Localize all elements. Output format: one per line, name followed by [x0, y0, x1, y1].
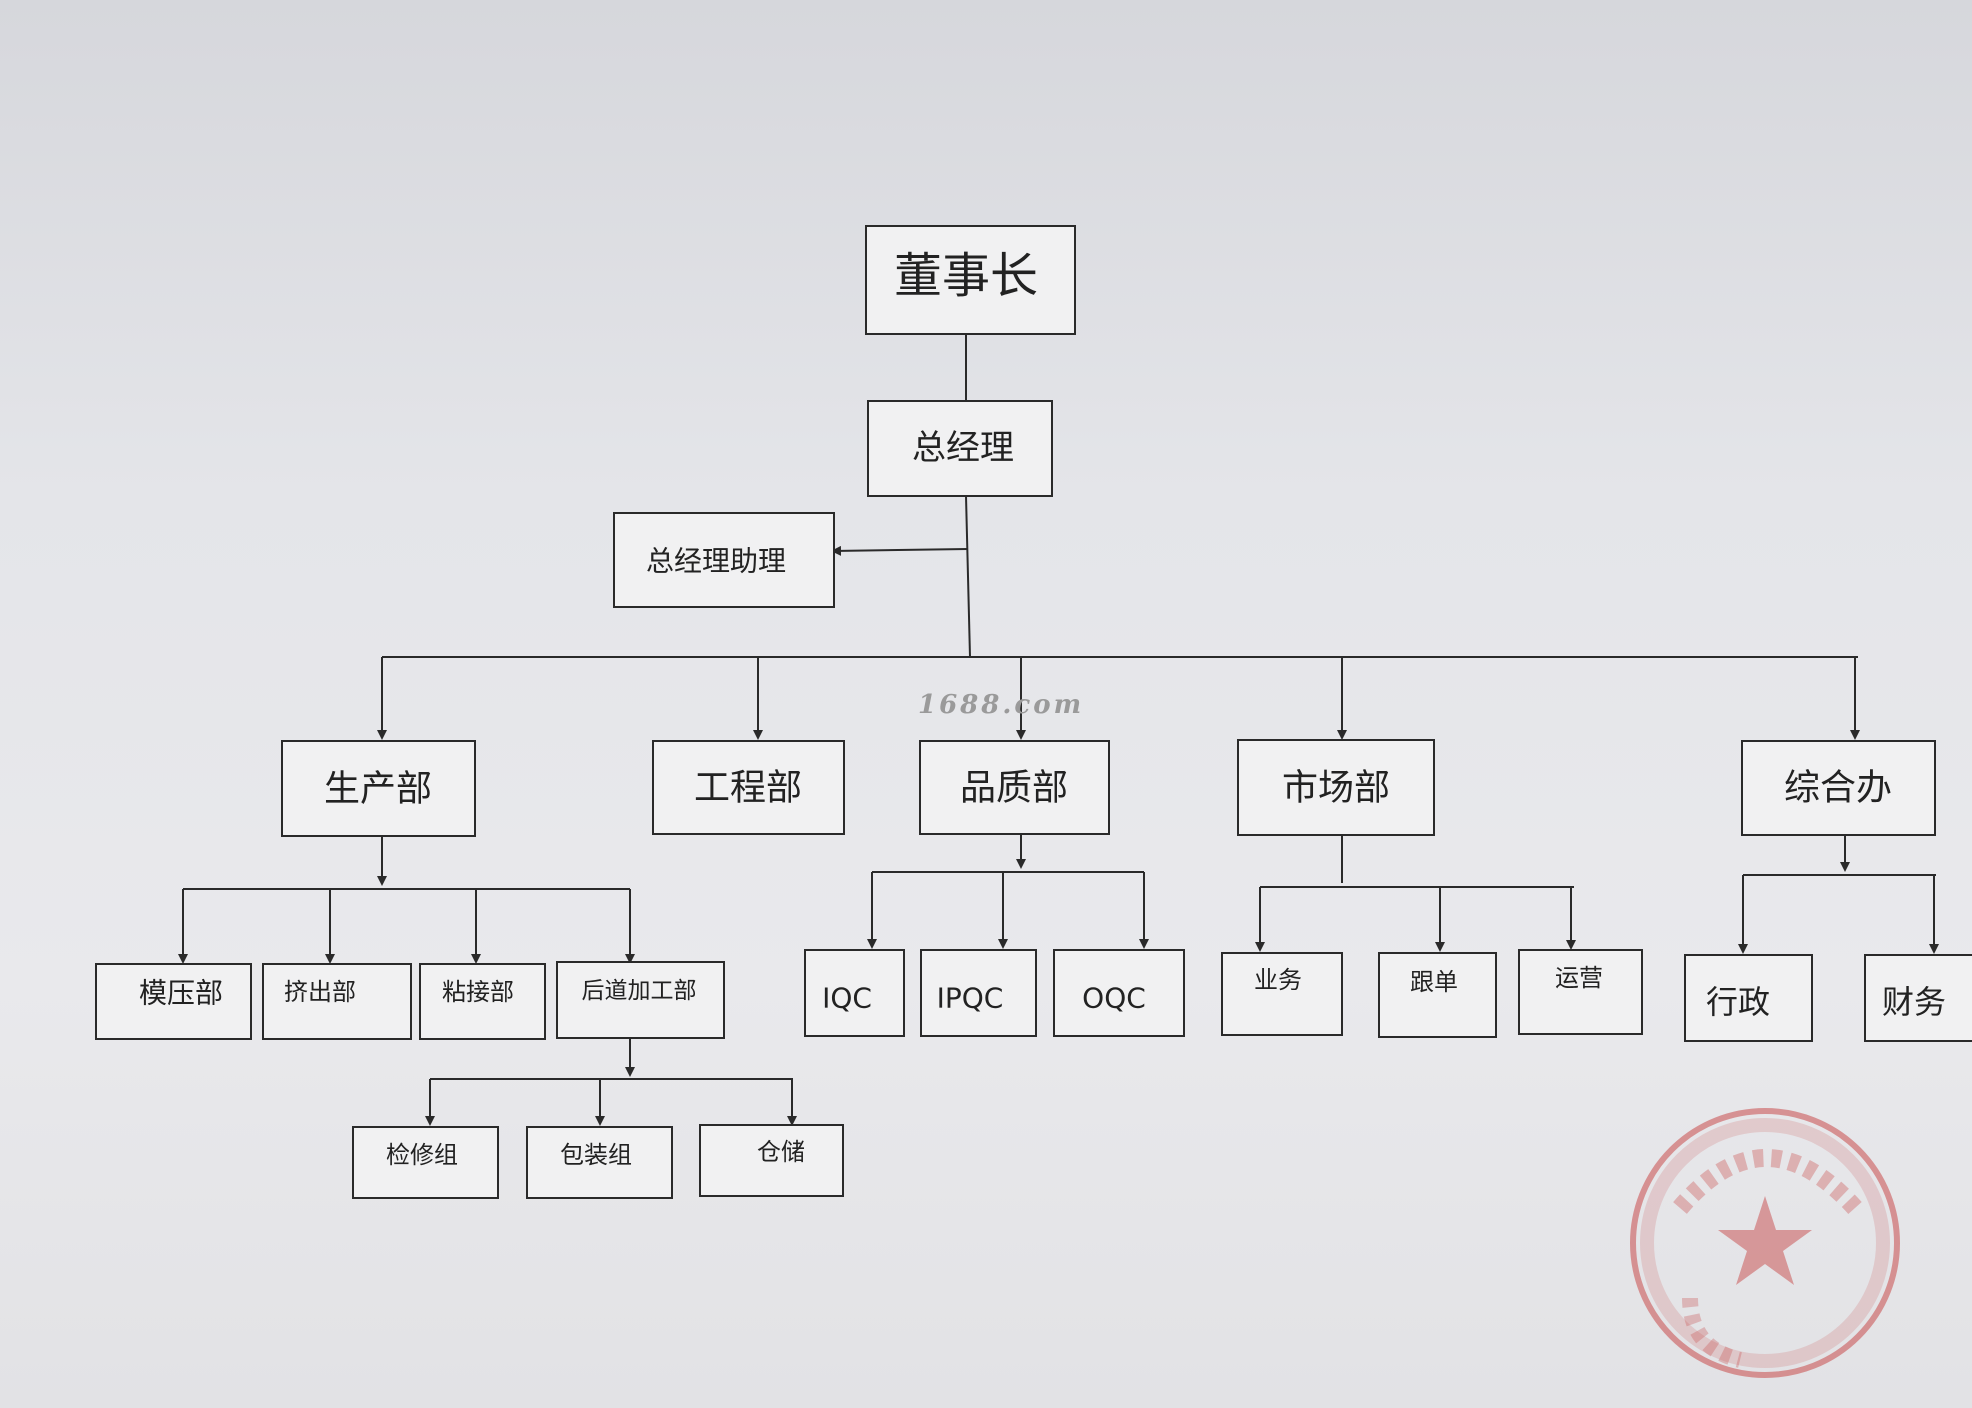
node-ipqc-box	[920, 949, 1037, 1037]
connector-gm-trunk	[965, 495, 971, 658]
node-follow-up-box	[1378, 952, 1497, 1038]
company-seal	[1630, 1108, 1900, 1378]
node-packing-label: 包装组	[560, 1141, 632, 1169]
node-bonding-box	[419, 963, 546, 1040]
node-oqc-label: OQC	[1082, 982, 1146, 1015]
node-production: 生产部	[281, 740, 476, 837]
node-business-label: 业务	[1254, 966, 1302, 994]
node-repair-box	[352, 1126, 499, 1199]
node-quality-box	[919, 740, 1110, 835]
connector-gm-assistant	[831, 545, 969, 556]
node-follow-up: 跟单	[1378, 952, 1497, 1038]
node-admin-label: 行政	[1706, 983, 1770, 1021]
node-oqc-box	[1053, 949, 1185, 1037]
node-operations-box	[1518, 949, 1643, 1035]
node-gm-assistant-label: 总经理助理	[646, 545, 786, 578]
node-general-office: 综合办	[1741, 740, 1936, 836]
node-chairman: 董事长	[865, 225, 1076, 335]
node-gm-assistant: 总经理助理	[613, 512, 835, 608]
node-general-office-label: 综合办	[1784, 768, 1892, 809]
node-molding-label: 模压部	[139, 977, 223, 1010]
node-business: 业务	[1221, 952, 1343, 1036]
node-gm: 总经理	[867, 400, 1053, 497]
connectors	[178, 334, 1939, 1126]
node-molding: 模压部	[95, 963, 252, 1040]
node-extrusion-box	[262, 963, 412, 1040]
node-operations: 运营	[1518, 949, 1643, 1035]
node-ipqc: IPQC	[920, 949, 1037, 1037]
node-ipqc-label: IPQC	[937, 982, 1004, 1015]
node-engineering-box	[652, 740, 845, 835]
node-admin-box	[1684, 954, 1813, 1042]
node-molding-box	[95, 963, 252, 1040]
node-packing-box	[526, 1126, 673, 1199]
node-chairman-label: 董事长	[894, 248, 1038, 304]
node-gm-label: 总经理	[912, 428, 1014, 468]
node-iqc: IQC	[804, 949, 905, 1037]
node-marketing: 市场部	[1237, 739, 1435, 836]
node-oqc: OQC	[1053, 949, 1185, 1037]
node-extrusion: 挤出部	[262, 963, 412, 1040]
node-general-office-box	[1741, 740, 1936, 836]
node-engineering-label: 工程部	[694, 768, 802, 809]
node-production-box	[281, 740, 476, 837]
node-gm-assistant-box	[613, 512, 835, 608]
node-finance-box	[1864, 954, 1972, 1042]
node-bonding-label: 粘接部	[442, 978, 514, 1006]
node-marketing-box	[1237, 739, 1435, 836]
node-chairman-box	[865, 225, 1076, 335]
node-bonding: 粘接部	[419, 963, 546, 1040]
node-post-processing: 后道加工部	[556, 961, 725, 1039]
node-admin: 行政	[1684, 954, 1813, 1042]
node-operations-label: 运营	[1555, 964, 1603, 992]
seal-star-icon	[1718, 1196, 1812, 1285]
node-follow-up-label: 跟单	[1410, 968, 1458, 996]
node-gm-box	[867, 400, 1053, 497]
node-finance: 财务	[1864, 954, 1972, 1042]
node-marketing-label: 市场部	[1282, 768, 1390, 809]
node-storage: 仓储	[699, 1124, 844, 1197]
node-packing: 包装组	[526, 1126, 673, 1199]
node-business-box	[1221, 952, 1343, 1036]
node-extrusion-label: 挤出部	[284, 978, 356, 1006]
node-post-processing-box	[556, 961, 725, 1039]
node-post-processing-label: 后道加工部	[582, 978, 697, 1004]
node-quality: 品质部	[919, 740, 1110, 835]
node-storage-label: 仓储	[757, 1138, 805, 1166]
node-iqc-label: IQC	[822, 982, 872, 1015]
watermark-text: 1688.com	[918, 690, 1085, 720]
node-iqc-box	[804, 949, 905, 1037]
node-production-label: 生产部	[324, 769, 432, 810]
node-engineering: 工程部	[652, 740, 845, 835]
node-repair-label: 检修组	[386, 1141, 458, 1169]
node-finance-label: 财务	[1882, 983, 1946, 1021]
node-storage-box	[699, 1124, 844, 1197]
node-repair: 检修组	[352, 1126, 499, 1199]
node-quality-label: 品质部	[960, 768, 1068, 809]
